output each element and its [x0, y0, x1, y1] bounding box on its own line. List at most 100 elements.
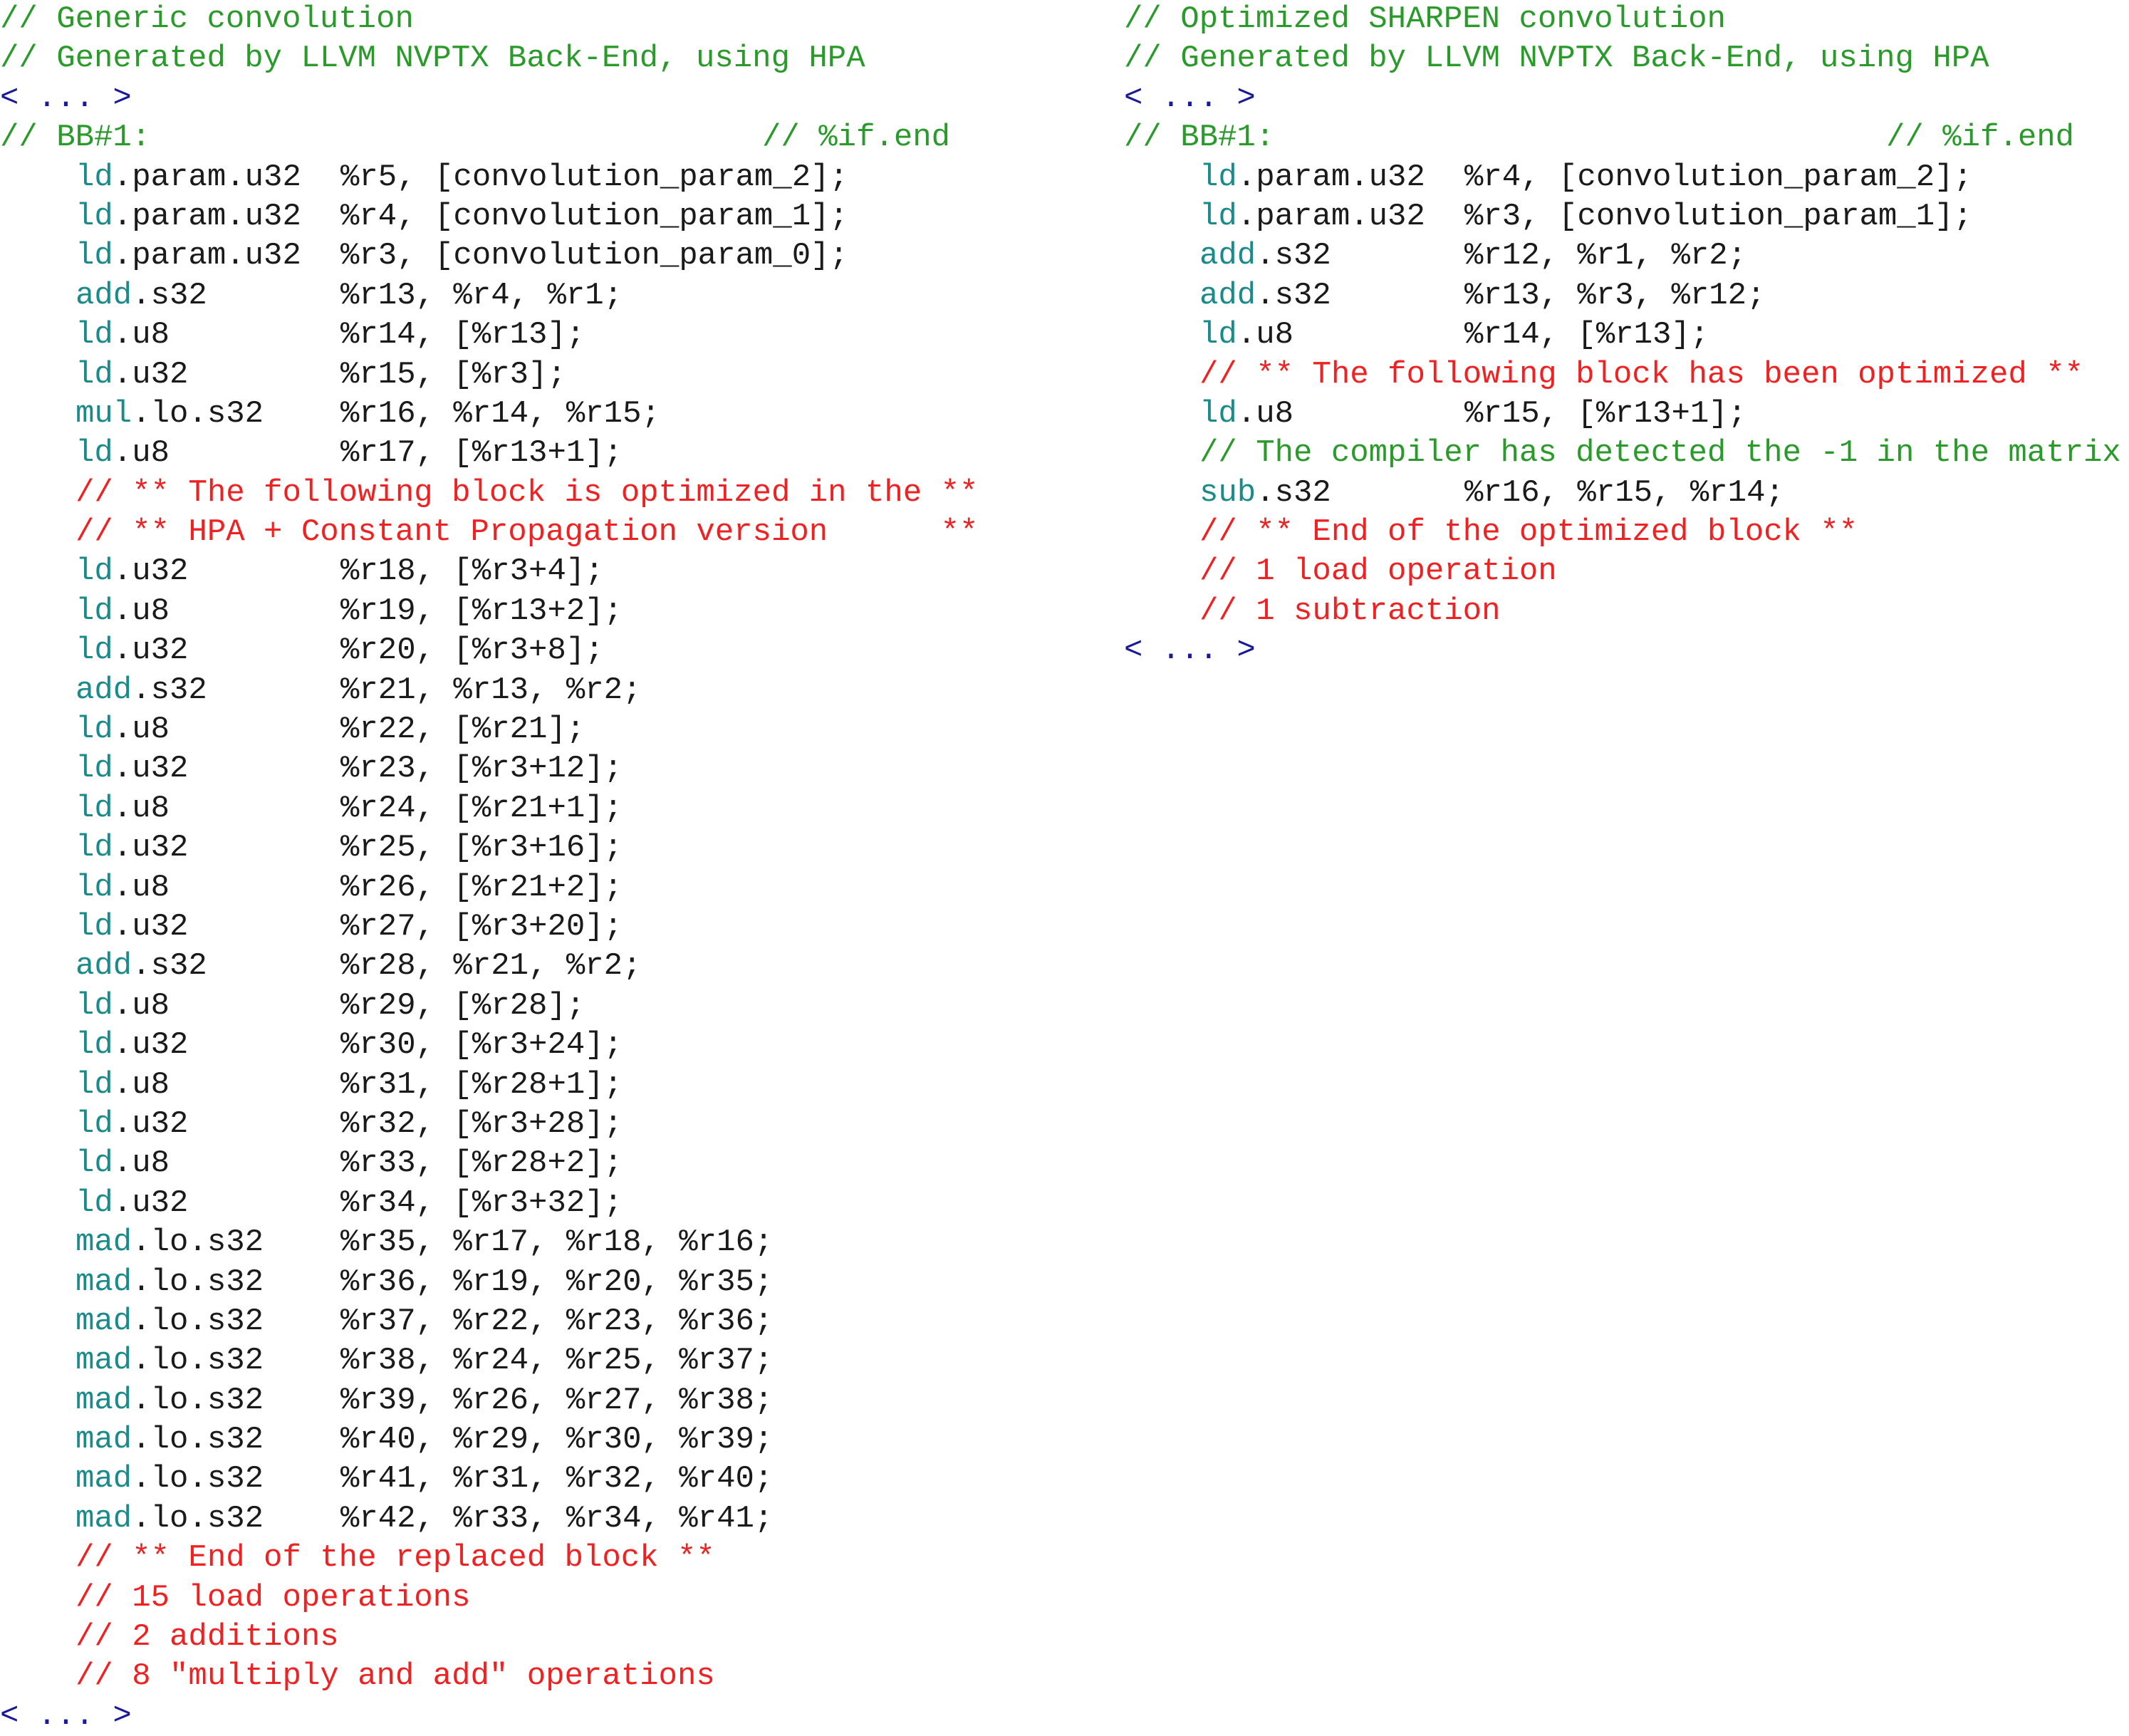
- opcode-suffix: .lo.s32: [132, 1303, 264, 1339]
- instruction-line: ld.u8%r14, [%r13];: [1124, 316, 2121, 355]
- opcode-suffix: .u8: [113, 1145, 170, 1182]
- opcode-suffix: .u8: [113, 869, 170, 905]
- operands: %r4, [convolution_param_1];: [340, 198, 848, 234]
- operands: %r40, %r29, %r30, %r39;: [340, 1422, 774, 1458]
- bb-label-text: // BB#1:: [1124, 120, 1275, 156]
- mnemonic: mad.lo.s32: [76, 1499, 340, 1539]
- opcode-suffix: .u8: [113, 593, 170, 629]
- highlight-comment: // ** End of the optimized block **: [1124, 513, 2121, 552]
- opcode-suffix: .param.u32: [113, 238, 301, 274]
- instruction-line: mad.lo.s32 %r36, %r19, %r20, %r35;: [0, 1263, 978, 1302]
- opcode: add: [1199, 277, 1256, 313]
- mnemonic: ld.u8: [76, 789, 340, 828]
- instruction-line: add.s32%r13, %r4, %r1;: [0, 276, 978, 316]
- opcode-suffix: .u8: [113, 712, 170, 748]
- mnemonic: mul.lo.s32: [76, 395, 340, 434]
- opcode-suffix: .lo.s32: [132, 1500, 264, 1537]
- opcode-suffix: .u8: [1237, 395, 1294, 432]
- opcode: ld: [1199, 198, 1237, 234]
- comment-text: // 8 "multiply and add" operations: [76, 1658, 715, 1695]
- instruction-line: mad.lo.s32%r35, %r17, %r18, %r16;: [0, 1223, 978, 1262]
- highlight-comment: // ** The following block has been optim…: [1124, 355, 2121, 395]
- operands: %r41, %r31, %r32, %r40;: [340, 1461, 774, 1497]
- instruction-line: mad.lo.s32%r40, %r29, %r30, %r39;: [0, 1420, 978, 1460]
- mnemonic: ld.u32: [76, 1184, 340, 1223]
- opcode: add: [76, 277, 132, 313]
- opcode: mad: [76, 1264, 132, 1300]
- header-comment-text: // Generic convolution: [0, 1, 414, 37]
- opcode: ld: [76, 435, 113, 472]
- opcode-suffix: .u8: [113, 1066, 170, 1103]
- instruction-line: ld.u8%r17, [%r13+1];: [0, 434, 978, 473]
- opcode-suffix: .s32: [132, 948, 207, 984]
- highlight-comment: // ** HPA + Constant Propagation version…: [0, 513, 978, 552]
- mnemonic: ld.u8: [1199, 395, 1464, 434]
- mnemonic: ld.u8: [76, 316, 340, 355]
- instruction-line: mad.lo.s32%r42, %r33, %r34, %r41;: [0, 1499, 978, 1539]
- instruction-line: ld.u8%r19, [%r13+2];: [0, 592, 978, 631]
- instruction-line: ld.u32%r32, [%r3+28];: [0, 1105, 978, 1144]
- opcode: ld: [1199, 159, 1237, 195]
- operands: %r5, [convolution_param_2];: [340, 159, 848, 195]
- ellipsis-top: < ... >: [1124, 79, 2121, 118]
- opcode-suffix: .param.u32: [113, 159, 301, 195]
- operands: %r35, %r17, %r18, %r16;: [340, 1225, 774, 1261]
- operands: %r36, %r19, %r20, %r35;: [340, 1264, 774, 1300]
- opcode-suffix: .u32: [113, 633, 189, 669]
- opcode-suffix: .param.u32: [1237, 198, 1425, 234]
- ellipsis-text: < ... >: [1124, 633, 1256, 669]
- instruction-line: ld.u32%r25, [%r3+16];: [0, 828, 978, 868]
- mnemonic: mad.lo.s32: [76, 1420, 340, 1460]
- opcode: mad: [76, 1422, 132, 1458]
- opcode: ld: [76, 751, 113, 787]
- mnemonic: add.s32: [1199, 276, 1464, 316]
- ellipsis-bottom: < ... >: [1124, 631, 2121, 670]
- mnemonic: ld.u8: [76, 1066, 340, 1105]
- opcode: ld: [76, 633, 113, 669]
- operands: %r42, %r33, %r34, %r41;: [340, 1500, 774, 1537]
- operands: %r13, %r4, %r1;: [340, 277, 623, 313]
- opcode: ld: [76, 1106, 113, 1142]
- operands: %r18, [%r3+4];: [340, 553, 604, 590]
- mnemonic: ld.u32: [76, 552, 340, 591]
- mnemonic: mad.lo.s32: [76, 1223, 340, 1262]
- operands: %r26, [%r21+2];: [340, 869, 623, 905]
- opcode: ld: [76, 1066, 113, 1103]
- opcode-suffix: .lo.s32: [132, 1461, 264, 1497]
- opcode: ld: [76, 198, 113, 234]
- ellipsis-bottom: < ... >: [0, 1697, 978, 1736]
- mnemonic: ld.u8: [1199, 316, 1464, 355]
- opcode: mad: [76, 1343, 132, 1379]
- mnemonic: ld.u32: [76, 908, 340, 947]
- operands: %r16, %r15, %r14;: [1464, 474, 1784, 511]
- opcode: ld: [1199, 395, 1237, 432]
- operands: %r34, [%r3+32];: [340, 1185, 623, 1221]
- opcode-suffix: .lo.s32: [132, 1264, 264, 1300]
- instruction-line: add.s32%r13, %r3, %r12;: [1124, 276, 2121, 316]
- mnemonic: ld.param.u32: [1199, 197, 1464, 237]
- opcode: mad: [76, 1461, 132, 1497]
- opcode: ld: [76, 987, 113, 1024]
- opcode: ld: [76, 238, 113, 274]
- instruction-line: mad.lo.s32%r39, %r26, %r27, %r38;: [0, 1381, 978, 1420]
- opcode-suffix: .u32: [113, 1185, 189, 1221]
- opcode: ld: [1199, 317, 1237, 353]
- instruction-line: ld.u8%r15, [%r13+1];: [1124, 395, 2121, 434]
- opcode-suffix: .u32: [113, 908, 189, 945]
- mnemonic: ld.u8: [76, 434, 340, 473]
- instruction-line: add.s32%r28, %r21, %r2;: [0, 947, 978, 986]
- instruction-line: mad.lo.s32 %r41, %r31, %r32, %r40;: [0, 1460, 978, 1499]
- comment-text: // 2 additions: [76, 1619, 339, 1656]
- opcode: ld: [76, 317, 113, 353]
- mnemonic: add.s32: [76, 671, 340, 710]
- instruction-line: ld.param.u32%r4, [convolution_param_1];: [0, 197, 978, 237]
- opcode: add: [76, 948, 132, 984]
- comment-text: // ** End of the optimized block **: [1199, 514, 1858, 551]
- operands: %r33, [%r28+2];: [340, 1145, 623, 1182]
- basic-block-label: // BB#1:// %if.end: [1124, 118, 2121, 157]
- opcode: ld: [76, 830, 113, 866]
- instruction-line: sub.s32%r16, %r15, %r14;: [1124, 474, 2121, 513]
- operands: %r37, %r22, %r23, %r36;: [340, 1303, 774, 1339]
- instruction-line: ld.u8%r31, [%r28+1];: [0, 1066, 978, 1105]
- comment-text: // ** The following block has been optim…: [1199, 356, 2084, 393]
